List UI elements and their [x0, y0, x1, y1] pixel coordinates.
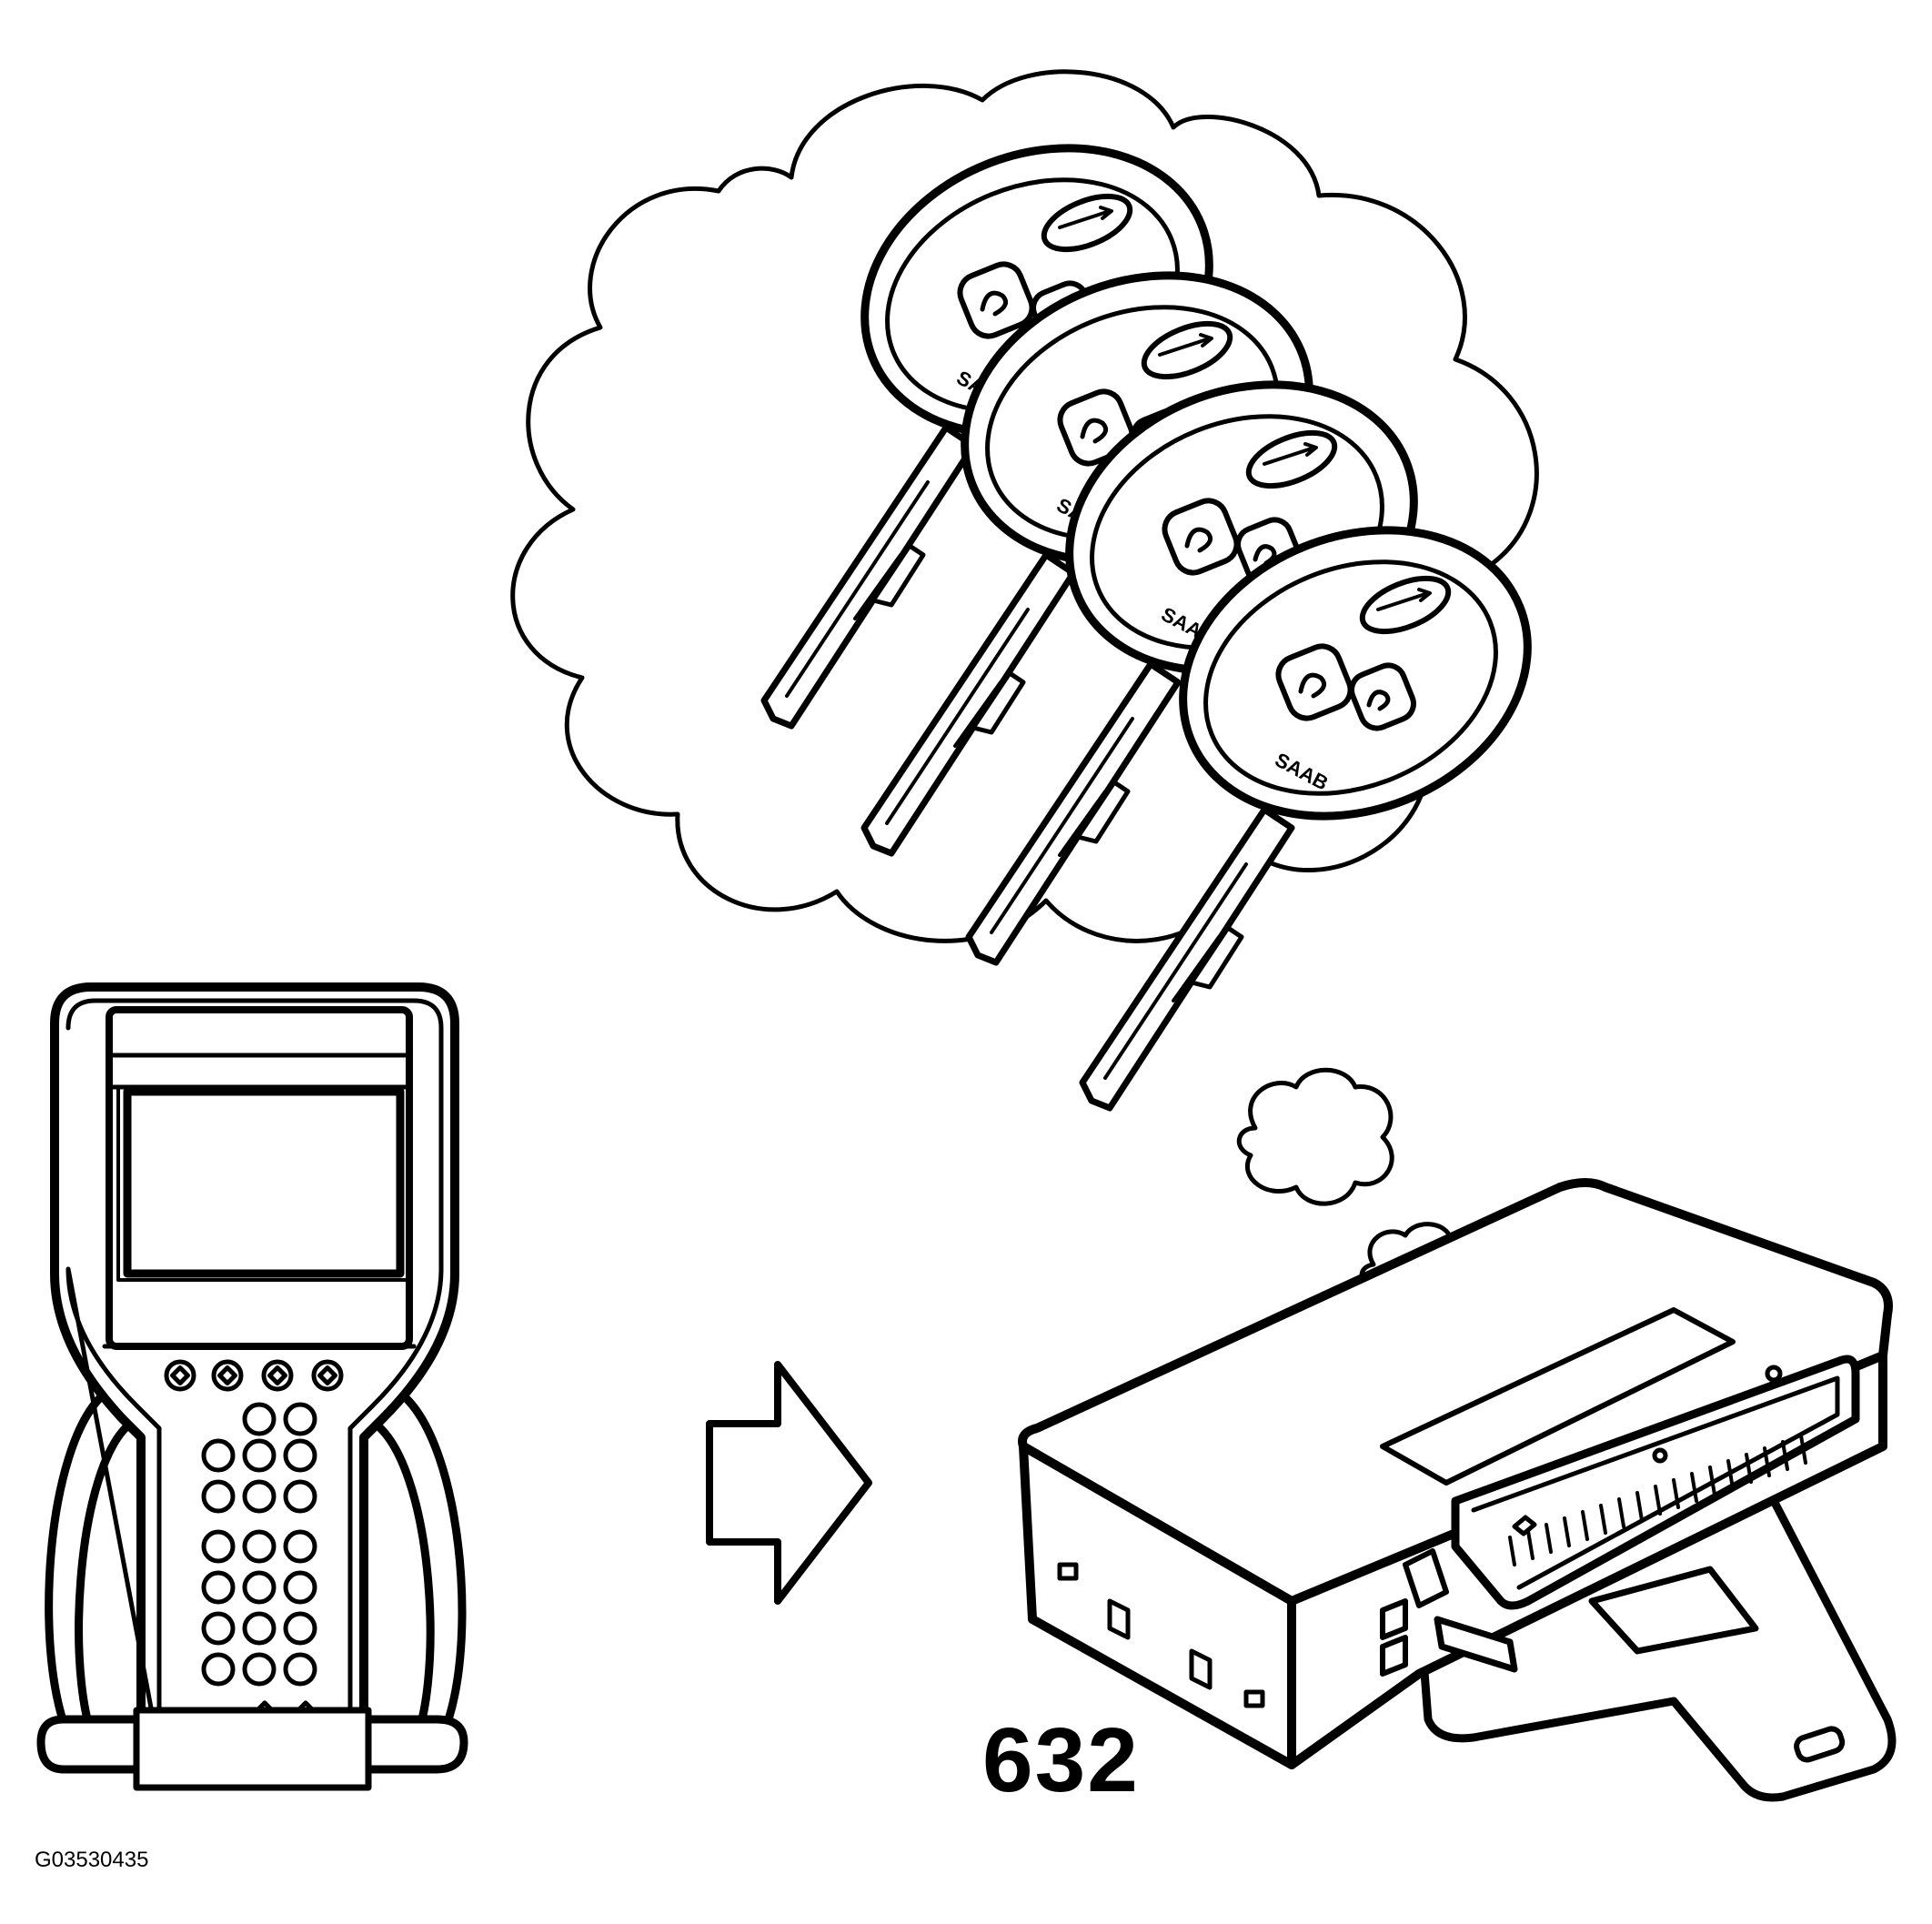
figure-code: G03530435 — [35, 1848, 149, 1872]
right-arrow-icon — [706, 1361, 872, 1605]
handheld-scan-tool-icon — [36, 982, 468, 1791]
remote-keys — [764, 98, 1571, 1108]
callout-control-module: 632 — [982, 1709, 1140, 1811]
electronic-control-module-icon — [1018, 1178, 1897, 1802]
